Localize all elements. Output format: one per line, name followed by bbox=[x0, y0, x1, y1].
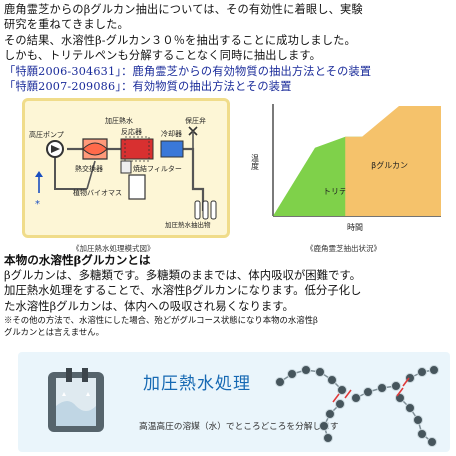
banner-subtitle: 高温高圧の溶媒（水）でところどころを分解します bbox=[139, 422, 339, 432]
inlet-mark: * bbox=[35, 199, 40, 210]
intro-text: 鹿角霊芝からのβグルカン抽出については、その有効性に着眼し、実験 研究を重ねてき… bbox=[4, 2, 454, 94]
cooler-icon bbox=[160, 140, 184, 158]
patent-line: 「特願2007-209086」：有効物質の抽出方法とその装置 bbox=[4, 80, 292, 94]
label-pressurized-water: 加圧熱水 bbox=[105, 116, 133, 125]
molecule-chain-illustration bbox=[275, 365, 439, 447]
y-axis-label: 温度 bbox=[251, 154, 260, 171]
reactor-vessel-icon bbox=[48, 368, 104, 432]
reactor-icon bbox=[120, 138, 154, 160]
intro-line: その結果、水溶性β-グルカン３０％を抽出することに成功しました。 bbox=[4, 33, 356, 47]
section-line: 加圧熱水処理をすることで、水溶性βグルカンになります。低分子化し bbox=[4, 283, 362, 298]
fig1-caption: 《加圧熱水処理模式図》 bbox=[72, 244, 155, 253]
label-reactor: 反応器 bbox=[121, 127, 142, 136]
section-line: た水溶性βグルカンは、体内への吸収され易くなります。 bbox=[4, 298, 294, 313]
section-line: βグルカンは、多糖類です。多糖類のままでは、体内吸収が困難です。 bbox=[4, 268, 362, 283]
label-biomass: 植物バイオマス bbox=[73, 188, 122, 197]
chart-caption: 《鹿角霊芝抽出状況》 bbox=[306, 244, 381, 253]
section-heading: 本物の水溶性βグルカンとは bbox=[4, 253, 151, 267]
chart-svg: トリテルペンβグルカン 温度 時間 bbox=[251, 104, 441, 232]
patent-line: 「特願2006-304631」：鹿角霊芝からの有効物質の抽出方法とその装置 bbox=[4, 64, 372, 78]
label-cooler: 冷却器 bbox=[161, 129, 182, 138]
process-diagram-drawing: 高圧ポンプ 加圧熱水 反応器 冷却器 保圧弁 熱交換器 焼結フィルター 植物バイ… bbox=[29, 116, 217, 229]
label-safety-valve: 保圧弁 bbox=[185, 116, 206, 125]
label-filter: 焼結フィルター bbox=[133, 164, 182, 173]
pressurized-water-banner: 加圧熱水処理 高温高圧の溶媒（水）でところどころを分解します bbox=[18, 352, 450, 452]
label-pump: 高圧ポンプ bbox=[29, 130, 64, 139]
label-heat-exchanger: 熱交換器 bbox=[75, 164, 103, 173]
intro-line: 研究を重ねてきました。 bbox=[4, 18, 129, 32]
banner-title: 加圧熱水処理 bbox=[143, 374, 251, 394]
series-area-2 bbox=[345, 106, 441, 216]
filter-icon bbox=[120, 160, 132, 174]
section-note: グルカンとは言えません。 bbox=[4, 326, 104, 337]
intro-line: 鹿角霊芝からのβグルカン抽出については、その有効性に着眼し、実験 bbox=[4, 3, 363, 16]
x-axis-label: 時間 bbox=[347, 223, 363, 232]
section-note: ※その他の方法で、水溶性にした場合、殆どがグルコース状態になり本物の水溶性β bbox=[4, 314, 318, 325]
extraction-chart: トリテルペンβグルカン 温度 時間 bbox=[245, 98, 445, 238]
label-sampler: 加圧熱水抽出物 bbox=[165, 220, 211, 229]
process-diagram: 高圧ポンプ 加圧熱水 反応器 冷却器 保圧弁 熱交換器 焼結フィルター 植物バイ… bbox=[22, 98, 230, 238]
biomass-icon bbox=[128, 174, 146, 200]
series-label-2: βグルカン bbox=[371, 160, 408, 170]
section-water-soluble: 本物の水溶性βグルカンとは βグルカンは、多糖類です。多糖類のままでは、体内吸収… bbox=[4, 253, 454, 338]
intro-line: しかも、トリテルペンも分解することなく同時に抽出します。 bbox=[4, 49, 322, 63]
